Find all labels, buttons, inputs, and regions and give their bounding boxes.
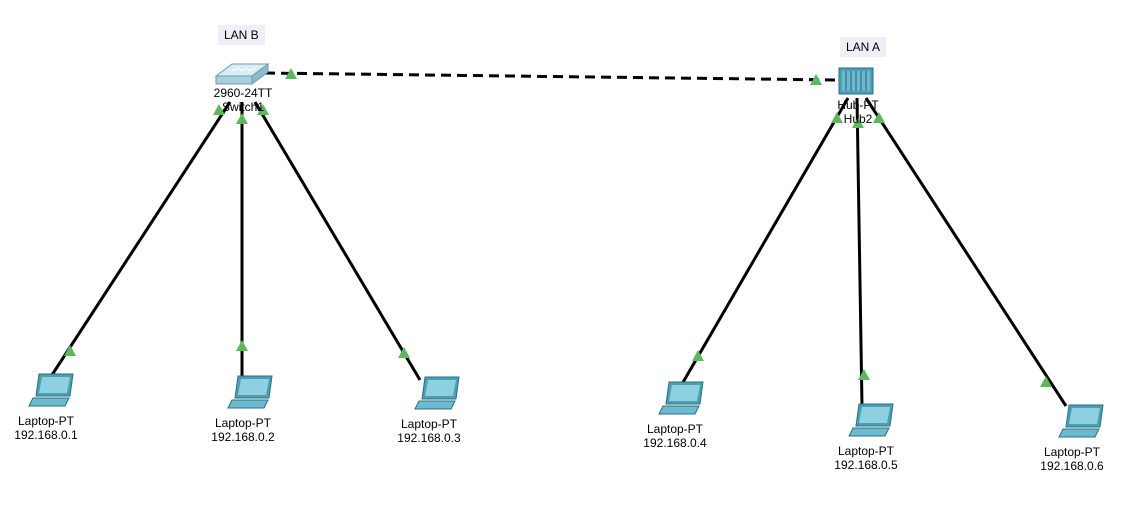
port-up-icon [236,113,248,124]
switch-model: 2960-24TT [213,86,273,100]
port-up-icon [257,104,269,115]
link-hub-laptop6[interactable] [864,97,1068,407]
switch-label: 2960-24TT Switch1 [203,86,283,114]
port-up-icon [858,369,870,380]
laptop-ip: 192.168.0.6 [1040,459,1104,473]
laptop-label: Laptop-PT 192.168.0.4 [635,422,715,450]
laptop-model: Laptop-PT [214,416,272,430]
laptop-icon[interactable] [414,376,460,410]
port-up-icon [213,104,225,115]
port-up-icon [852,117,864,128]
laptop-ip: 192.168.0.3 [397,431,461,445]
laptop-icon[interactable] [848,403,894,437]
laptop-model: Laptop-PT [400,417,458,431]
laptop-icon[interactable] [658,381,704,415]
laptop-ip: 192.168.0.1 [14,428,78,442]
port-up-icon [64,345,76,356]
port-up-icon [236,340,248,351]
port-indicators [64,68,1052,387]
lan-label-b: LAN B [218,25,265,45]
link-switch-laptop1[interactable] [48,101,232,379]
laptop-label: Laptop-PT 192.168.0.5 [826,444,906,472]
laptop-ip: 192.168.0.5 [834,458,898,472]
lan-label-a: LAN A [840,37,887,57]
laptop-ip: 192.168.0.4 [643,436,707,450]
links [48,71,1068,407]
port-up-icon [1040,376,1052,387]
laptop-icon[interactable] [227,375,273,409]
hub-icon[interactable] [838,67,874,95]
switch-icon[interactable] [214,63,270,85]
hub-name: Hub2 [843,112,873,126]
hub-label: Hub-PT Hub2 [826,98,890,126]
laptop-model: Laptop-PT [837,444,895,458]
laptop-icon[interactable] [28,373,74,407]
laptop-label: Laptop-PT 192.168.0.1 [6,414,86,442]
link-hub-laptop4[interactable] [680,97,850,385]
link-hub-laptop5[interactable] [855,97,864,407]
laptop-icon[interactable] [1058,404,1104,438]
trunk-link-switch-hub[interactable] [264,71,839,82]
link-switch-laptop3[interactable] [253,101,422,381]
port-up-icon [285,68,297,79]
hub-model: Hub-PT [837,98,879,112]
laptop-ip: 192.168.0.2 [211,430,275,444]
laptop-label: Laptop-PT 192.168.0.2 [203,416,283,444]
laptop-model: Laptop-PT [17,414,75,428]
switch-name: Switch1 [221,100,265,114]
laptop-label: Laptop-PT 192.168.0.6 [1032,445,1112,473]
port-up-icon [831,112,843,123]
laptop-model: Laptop-PT [1043,445,1101,459]
laptop-label: Laptop-PT 192.168.0.3 [389,417,469,445]
laptop-model: Laptop-PT [646,422,704,436]
port-up-icon [398,347,410,358]
port-up-icon [810,74,822,85]
port-up-icon [692,350,704,361]
port-up-icon [873,112,885,123]
